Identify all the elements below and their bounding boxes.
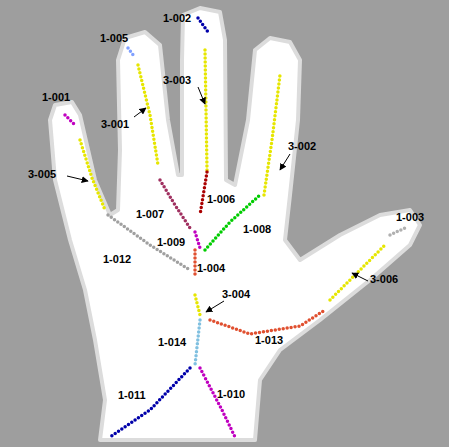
callout-label: 1-005 — [100, 32, 128, 44]
leader-line — [352, 273, 368, 281]
trace — [200, 368, 235, 437]
callout-label: 1-007 — [136, 208, 164, 220]
callout-label: 1-003 — [396, 211, 424, 223]
callout-label: 3-002 — [288, 140, 316, 152]
hand-silhouette — [50, 8, 420, 440]
callout-label: 1-012 — [103, 253, 131, 265]
trace — [390, 228, 405, 235]
trace — [65, 115, 75, 125]
callout-label: 1-014 — [158, 336, 186, 348]
trace — [200, 172, 207, 215]
trace — [193, 250, 197, 275]
trace — [138, 65, 158, 165]
callout-label: 3-005 — [28, 168, 56, 180]
callout-label: 1-006 — [207, 193, 235, 205]
leader-line — [198, 87, 205, 104]
leader-line — [280, 154, 290, 170]
trace — [195, 295, 200, 315]
trace — [198, 18, 208, 32]
trace — [128, 48, 134, 56]
callout-label: 1-013 — [255, 334, 283, 346]
callout-label: 3-003 — [163, 74, 191, 86]
trace — [330, 245, 385, 300]
trace — [110, 368, 190, 437]
leader-line — [134, 108, 146, 117]
leader-line — [67, 176, 88, 181]
trace — [80, 140, 105, 210]
callout-label: 1-001 — [42, 91, 70, 103]
callout-label: 1-011 — [118, 389, 146, 401]
trace — [205, 50, 207, 170]
trace — [210, 310, 325, 334]
trace — [264, 75, 280, 195]
callout-label: 1-010 — [217, 388, 245, 400]
callout-label: 1-009 — [157, 236, 185, 248]
trace — [195, 232, 200, 248]
callout-label: 1-002 — [163, 12, 191, 24]
callout-label: 3-001 — [101, 118, 129, 130]
trace — [160, 180, 190, 228]
callout-label: 1-008 — [243, 223, 271, 235]
callout-label: 1-004 — [197, 262, 225, 274]
trace — [195, 320, 200, 365]
leader-line — [206, 301, 224, 312]
callout-label: 3-006 — [370, 273, 398, 285]
callout-label: 3-004 — [222, 288, 250, 300]
